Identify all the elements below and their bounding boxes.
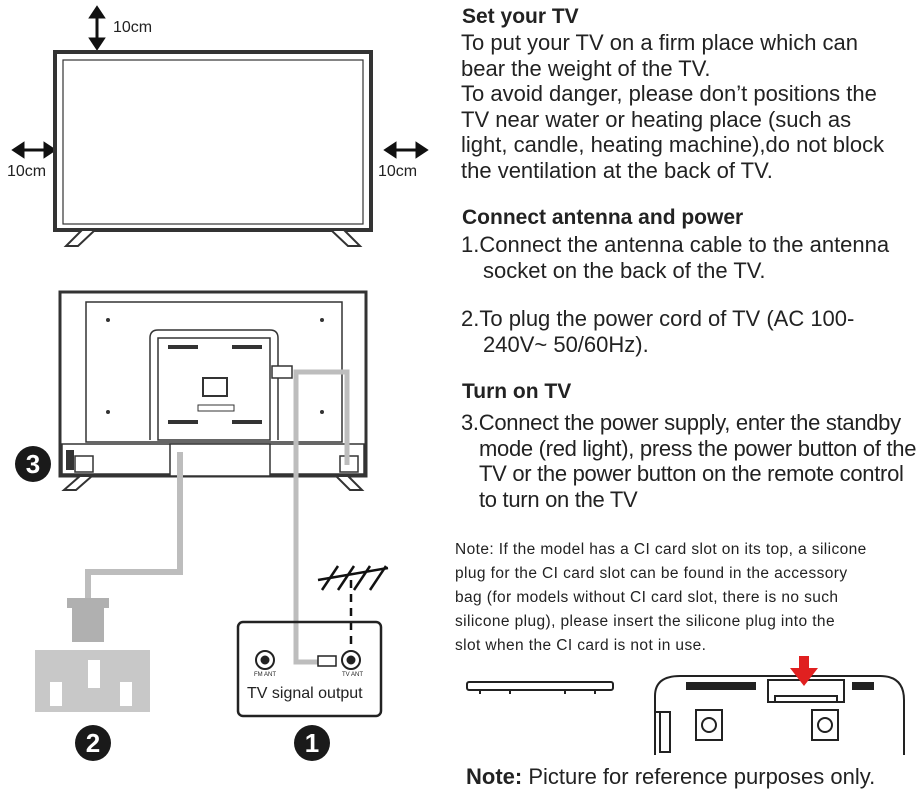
set-tv-body: To put your TV on a firm place which can…: [461, 30, 884, 183]
turn-on-line: TV or the power button on the remote con…: [479, 461, 904, 486]
step-1-badge: 1: [294, 725, 330, 761]
connect-line: 1.Connect the antenna cable to the anten…: [461, 232, 890, 257]
tv-front: [53, 50, 373, 247]
insert-arrow-icon: [790, 656, 818, 686]
footer-note-label: Note:: [466, 764, 523, 789]
set-tv-line: To avoid danger, please don’t positions …: [461, 81, 877, 106]
top-clearance-label: 10cm: [113, 19, 153, 36]
set-tv-line: light, candle, heating machine),do not b…: [461, 132, 885, 157]
connect-line: 2.To plug the power cord of TV (AC 100-: [461, 306, 855, 331]
connect-line: socket on the back of the TV.: [483, 257, 766, 283]
set-tv-line: To put your TV on a firm place which can: [461, 30, 859, 55]
turn-on-line: mode (red light), press the power button…: [479, 435, 917, 461]
footer-note: Note: Picture for reference purposes onl…: [466, 764, 875, 790]
antenna-cable: [293, 369, 350, 665]
turn-on-title: Turn on TV: [462, 380, 572, 403]
connect-body-2: 2.To plug the power cord of TV (AC 100- …: [461, 306, 854, 357]
antenna-icon: [317, 565, 389, 650]
step-2-badge: 2: [75, 725, 111, 761]
fm-ant-label: FM ANT: [254, 672, 276, 678]
arrow-up-down-icon: [88, 5, 106, 51]
arrow-left-right-icon: [11, 141, 57, 159]
right-clearance-label: 10cm: [378, 163, 418, 180]
power-plug-icon: [35, 598, 150, 712]
arrow-left-right-icon: [383, 141, 429, 159]
turn-on-line: to turn on the TV: [479, 486, 638, 512]
tv-back: [58, 290, 368, 491]
ci-note-line: bag (for models without CI card slot, th…: [455, 589, 839, 606]
ci-note-line: Note: If the model has a CI card slot on…: [455, 541, 867, 558]
ci-note: Note: If the model has a CI card slot on…: [455, 538, 867, 658]
footer-note-text: Picture for reference purposes only.: [528, 764, 876, 789]
ci-slot-plug-illustration: [466, 681, 614, 694]
left-clearance-label: 10cm: [7, 163, 47, 180]
turn-on-line: 3.Connect the power supply, enter the st…: [461, 410, 901, 435]
set-tv-line: bear the weight of the TV.: [461, 55, 711, 81]
tv-signal-output-label: TV signal output: [247, 685, 363, 702]
tv-signal-output-box: [236, 620, 383, 718]
ci-note-line: slot when the CI card is not in use.: [455, 637, 707, 654]
set-tv-line: the ventilation at the back of TV.: [461, 157, 773, 183]
turn-on-body: 3.Connect the power supply, enter the st…: [461, 410, 916, 512]
set-tv-line: TV near water or heating place (such as: [461, 106, 852, 132]
connect-line: 240V~ 50/60Hz).: [483, 331, 649, 357]
power-cable: [85, 452, 183, 610]
set-tv-title: Set your TV: [462, 5, 579, 28]
connect-body: 1.Connect the antenna cable to the anten…: [461, 232, 889, 283]
step-3-badge: 3: [15, 446, 51, 482]
tv-ant-label: TV ANT: [342, 672, 364, 678]
ci-note-line: silicone plug), please insert the silico…: [455, 613, 835, 630]
ci-note-line: plug for the CI card slot can be found i…: [455, 565, 848, 582]
connect-title: Connect antenna and power: [462, 206, 744, 229]
